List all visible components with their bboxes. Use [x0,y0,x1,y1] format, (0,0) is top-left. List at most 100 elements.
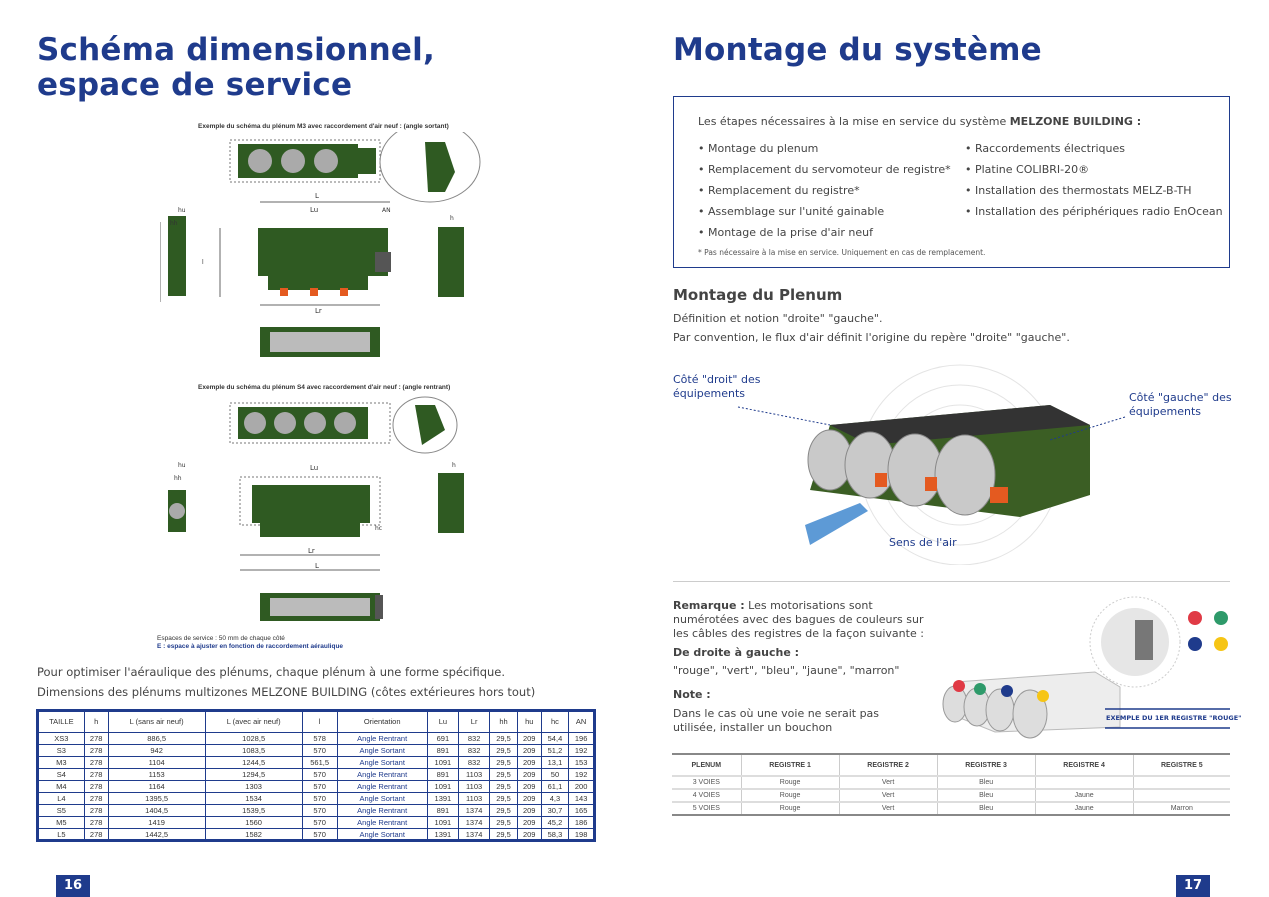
table-cell: Angle Rentrant [336,732,428,745]
column-header: AN [568,710,595,733]
table-cell: 1419 [107,816,206,829]
table-cell: 278 [83,732,109,745]
table-cell: 192 [568,744,595,757]
definition-line-2: Par convention, le flux d'air définit l'… [673,331,1070,344]
table-cell: 29,5 [489,756,518,769]
table-cell: 1091 [426,756,460,769]
title-line-1: Schéma dimensionnel, [37,32,435,68]
table-cell: 1560 [204,816,303,829]
diagram-caption-m3: Exemple du schéma du plénum M3 avec racc… [198,123,449,130]
step-item: • Raccordements électriques [965,142,1126,155]
table-cell: 832 [457,756,491,769]
color-order: "rouge", "vert", "bleu", "jaune", "marro… [673,664,900,677]
table-cell: 1404,5 [107,804,206,817]
table-cell: 561,5 [301,756,338,769]
column-header: REGISTRE 4 [1034,754,1134,776]
divider [673,581,1230,582]
table-cell: 1391 [426,792,460,805]
table-cell: Bleu [936,788,1036,802]
m3-plenum-diagram: L Lu AN Lr hu hh h l [160,132,481,357]
table-cell: 278 [83,816,109,829]
table-cell: 29,5 [489,792,518,805]
table-cell: 50 [540,768,570,781]
column-header: h [83,710,109,733]
steps-footnote: * Pas nécessaire à la mise en service. U… [698,248,986,257]
steps-column-1: • Montage du plenum• Remplacement du ser… [698,142,951,247]
table-cell: 198 [568,828,595,841]
svg-text:Lu: Lu [310,206,318,214]
column-header: REGISTRE 1 [740,754,840,776]
table-cell: S3 [37,744,85,757]
table-cell: 58,3 [540,828,570,841]
table-cell: 278 [83,768,109,781]
table-cell: 278 [83,780,109,793]
svg-text:hu: hu [178,207,186,214]
table-cell: L5 [37,828,85,841]
table-cell: 29,5 [489,780,518,793]
svg-text:hu: hu [178,462,186,469]
table-cell: 942 [107,744,206,757]
table-cell: Angle Rentrant [336,780,428,793]
table-cell: Angle Sortant [336,756,428,769]
table-cell: S5 [37,804,85,817]
steps-intro-text: Les étapes nécessaires à la mise en serv… [698,115,1010,128]
table-cell: Jaune [1034,801,1134,815]
table-cell: 209 [516,816,542,829]
step-item: • Montage de la prise d'air neuf [698,226,873,239]
table-cell: 891 [426,768,460,781]
section-subtitle: Montage du Plenum [673,286,843,304]
table-cell: 891 [426,804,460,817]
table-cell: 209 [516,744,542,757]
table-cell: 1303 [204,780,303,793]
table-cell: 13,1 [540,756,570,769]
example-label: EXEMPLE DU 1ER REGISTRE "ROUGE" [1106,714,1242,722]
table-cell [1132,775,1230,789]
table-cell: Angle Sortant [336,744,428,757]
steps-box: Les étapes nécessaires à la mise en serv… [673,96,1230,268]
note-text: Dans le cas où une voie ne serait pas ut… [673,707,880,734]
table-cell: 29,5 [489,744,518,757]
svg-text:hc: hc [375,525,382,532]
table-cell: 4,3 [540,792,570,805]
left-side-label: Côté "gauche" des équipements [1129,391,1232,418]
table-cell: 61,1 [540,780,570,793]
remark-title: Remarque : [673,599,745,612]
intro-line-1: Pour optimiser l'aéraulique des plénums,… [37,665,506,679]
table-cell: 192 [568,768,595,781]
table-cell: 1374 [457,828,491,841]
column-header: Lu [426,710,460,733]
table-cell: 578 [301,732,338,745]
column-header: TAILLE [37,710,85,733]
table-cell: 1091 [426,780,460,793]
table-cell: 29,5 [489,828,518,841]
table-cell: Angle Sortant [336,828,428,841]
table-cell: 570 [301,792,338,805]
table-cell: 29,5 [489,768,518,781]
table-cell: Vert [838,801,938,815]
table-cell: 570 [301,744,338,757]
remark: Remarque : Les motorisations sont numéro… [673,599,933,641]
table-cell: 1374 [457,804,491,817]
svg-text:h: h [450,215,454,222]
svg-text:Lr: Lr [315,307,322,315]
table-cell [1034,775,1134,789]
svg-text:h: h [452,462,456,469]
table-cell: Angle Rentrant [336,816,428,829]
table-cell: 1391 [426,828,460,841]
table-cell: 278 [83,756,109,769]
table-cell: 209 [516,804,542,817]
table-cell: Marron [1132,801,1230,815]
table-cell: XS3 [37,732,85,745]
right-side-label: Côté "droit" des équipements [673,373,761,400]
table-cell: Angle Rentrant [336,768,428,781]
table-cell: 29,5 [489,816,518,829]
column-header: REGISTRE 5 [1132,754,1230,776]
dim-L: L [315,192,319,200]
table-cell: Angle Rentrant [336,804,428,817]
